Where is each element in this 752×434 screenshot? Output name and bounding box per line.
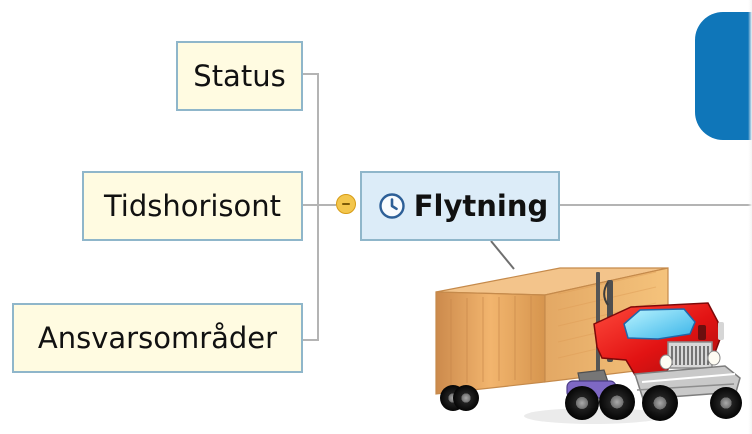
topic-label: Ansvarsområder [37,320,278,355]
offscreen-topic-node[interactable] [695,12,752,140]
subtopic-bracket-connector [303,73,319,341]
truck-icon [432,262,752,434]
main-topic-label: Flytning [413,188,549,223]
topic-tidshorisont[interactable]: Tidshorisont [82,171,303,241]
topic-status[interactable]: Status [176,41,303,111]
clock-icon [378,192,406,220]
canvas-right-edge [748,0,752,434]
topic-ansvarsomrader[interactable]: Ansvarsområder [12,303,303,373]
main-topic-flytning[interactable]: Flytning [360,171,560,241]
topic-label: Status [193,58,286,93]
collapse-toggle[interactable] [336,194,356,214]
topic-label: Tidshorisont [103,188,282,223]
